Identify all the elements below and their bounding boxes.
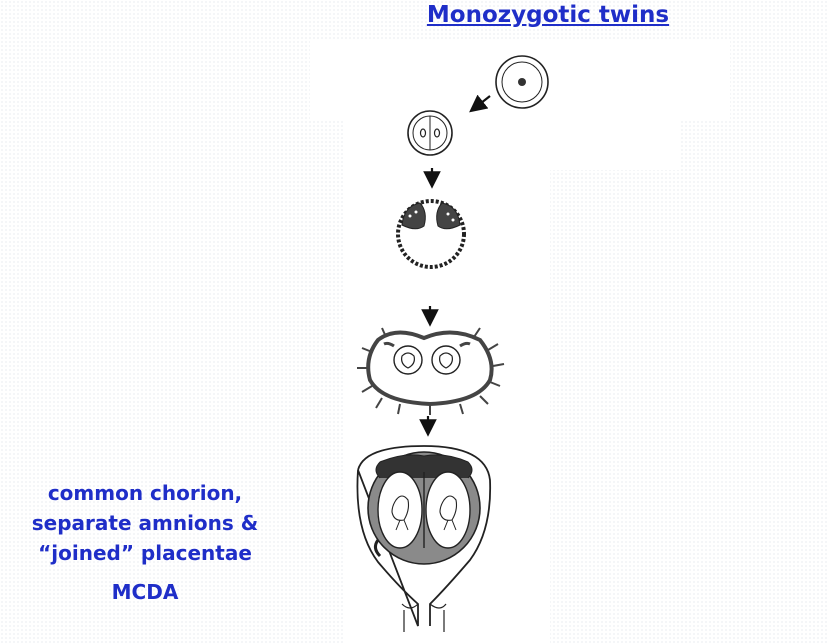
placentation-caption: common chorion, separate amnions & “join… [0, 478, 290, 568]
placentation-abbreviation: MCDA [0, 580, 290, 604]
caption-line: separate amnions & [0, 508, 290, 538]
uterus-mcda-twins [357, 446, 490, 632]
shared-chorion-stage [357, 328, 504, 415]
blastocyst-two-inner-cell-masses [398, 201, 464, 267]
arrow-zygote-to-two-cell [476, 96, 490, 107]
two-cell-embryo [408, 111, 452, 155]
zygote-cell [496, 56, 548, 108]
caption-line: common chorion, [0, 478, 290, 508]
caption-line: “joined” placentae [0, 538, 290, 568]
